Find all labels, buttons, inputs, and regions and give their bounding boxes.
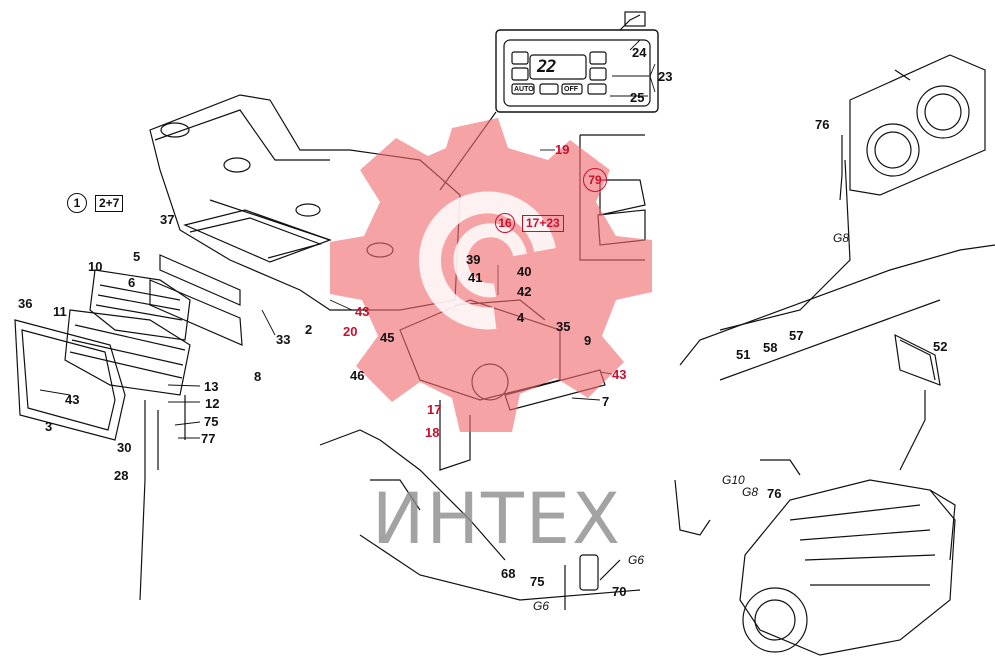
watermark-text: ИНТЕХ <box>372 478 622 560</box>
control-panel <box>495 29 659 113</box>
engine <box>739 479 956 656</box>
callout-43-left: 43 <box>65 392 80 407</box>
callout-79: 79 <box>583 168 607 192</box>
callout-68: 68 <box>501 566 516 581</box>
plate-6 <box>149 279 243 346</box>
housing-3 <box>14 319 126 441</box>
callout-57: 57 <box>789 328 804 343</box>
callout-28: 28 <box>114 468 129 483</box>
callout-42: 42 <box>517 284 532 299</box>
callout-2: 2 <box>305 322 313 337</box>
callout-41: 41 <box>468 270 483 285</box>
hose-g8a: G8 <box>833 231 850 245</box>
callout-40: 40 <box>517 264 532 279</box>
callout-35: 35 <box>556 319 571 334</box>
callout-10: 10 <box>88 259 103 274</box>
callout-43-top: 43 <box>355 304 370 319</box>
callout-70: 70 <box>612 584 627 599</box>
evaporator-10 <box>89 269 191 341</box>
callout-8: 8 <box>254 369 262 384</box>
callout-43-mid: 43 <box>612 367 627 382</box>
callout-36: 36 <box>18 296 33 311</box>
gear-logo-icon <box>330 118 652 432</box>
callout-7: 7 <box>602 394 610 409</box>
callout-75b: 75 <box>530 574 545 589</box>
callout-12: 12 <box>205 396 220 411</box>
callout-13: 13 <box>204 379 219 394</box>
callout-11: 11 <box>53 304 67 319</box>
callout-76a: 76 <box>815 117 830 132</box>
hose-g6a: G6 <box>628 553 645 567</box>
plate-5 <box>159 254 241 306</box>
callout-46: 46 <box>350 368 365 383</box>
callout-18: 18 <box>425 425 440 440</box>
callout-16: 16 <box>495 213 515 233</box>
lcd-display: 22 <box>537 57 557 77</box>
callout-9: 9 <box>584 333 592 348</box>
callout-19: 19 <box>555 142 570 157</box>
heater-11 <box>64 309 191 396</box>
hose-g10: G10 <box>722 473 745 487</box>
callout-6: 6 <box>128 275 136 290</box>
callout-77: 77 <box>201 431 216 446</box>
callout-51: 51 <box>736 347 751 362</box>
callout-33: 33 <box>276 332 291 347</box>
callout-76b: 76 <box>767 486 782 501</box>
condenser-unit <box>849 54 986 196</box>
callout-25: 25 <box>630 90 645 105</box>
callout-3: 3 <box>45 419 53 434</box>
callout-23: 23 <box>658 69 673 84</box>
callout-58: 58 <box>763 340 778 355</box>
off-button: OFF <box>564 86 578 93</box>
callout-17-23: 17+23 <box>522 215 564 233</box>
filter-37 <box>183 209 332 263</box>
callout-39: 39 <box>466 252 481 267</box>
callout-1: 1 <box>67 193 87 213</box>
callout-45: 45 <box>380 330 395 345</box>
callout-37: 37 <box>160 212 175 227</box>
callout-75a: 75 <box>204 414 219 429</box>
callout-4: 4 <box>517 310 525 325</box>
callout-30: 30 <box>117 440 132 455</box>
hose-g8b: G8 <box>742 485 759 499</box>
callout-2-7: 2+7 <box>95 195 124 213</box>
callout-17: 17 <box>427 402 442 417</box>
callout-20: 20 <box>343 324 358 339</box>
callout-5: 5 <box>133 249 141 264</box>
hose-g6b: G6 <box>533 599 550 613</box>
callout-24: 24 <box>632 45 647 60</box>
callout-52: 52 <box>933 339 948 354</box>
auto-button: AUTO <box>514 86 534 93</box>
